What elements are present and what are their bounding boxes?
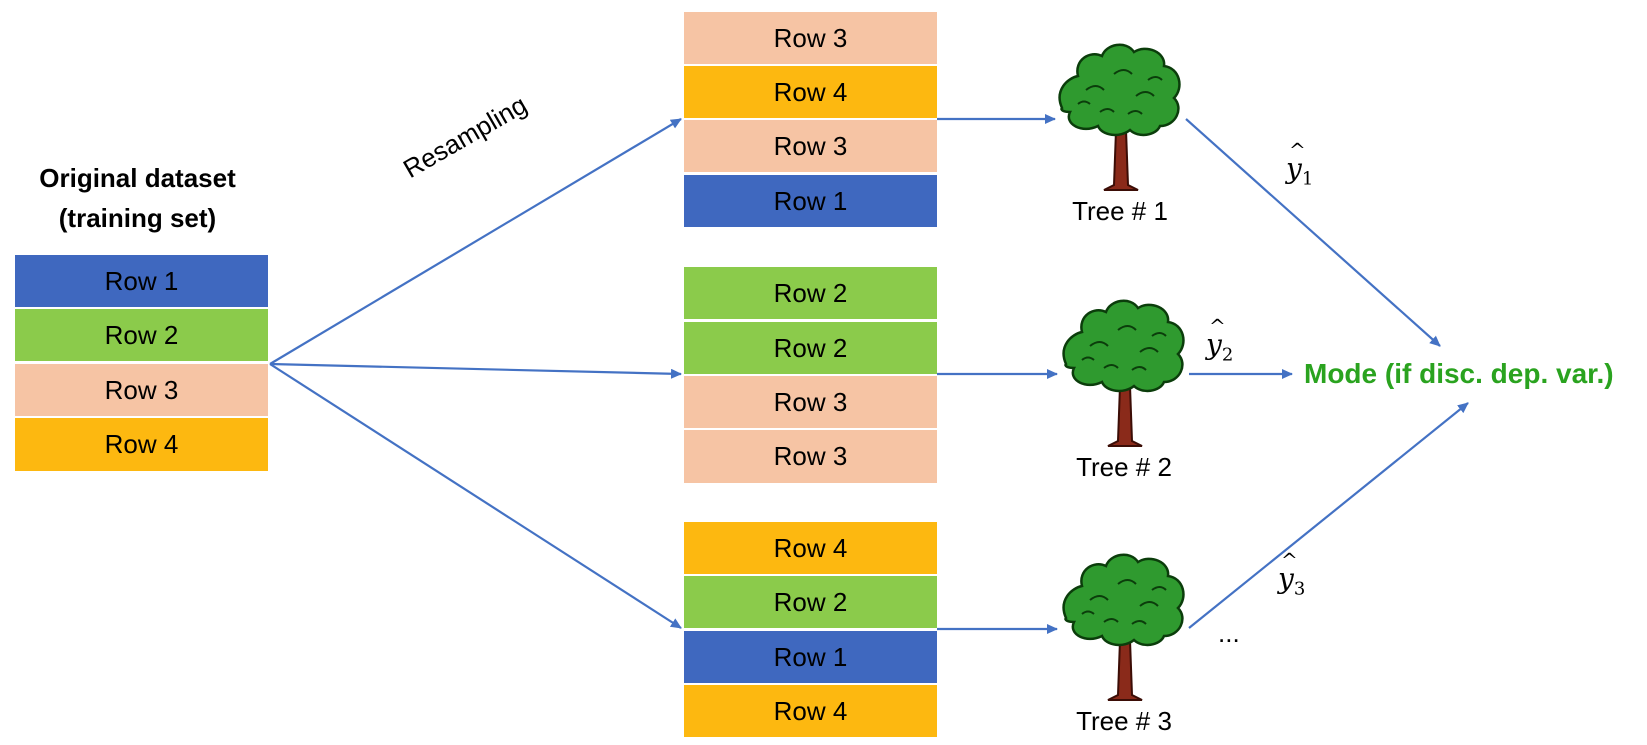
sample-3-row: Row 4 (684, 522, 937, 574)
sample-1-row: Row 3 (684, 120, 937, 172)
tree-label-2: Tree # 2 (1076, 452, 1172, 482)
sample-1-row: Row 1 (684, 175, 937, 227)
tree-label-3: Tree # 3 (1076, 706, 1172, 736)
sample-3-row: Row 2 (684, 576, 937, 628)
tree-to-mode-arrow-3 (1188, 402, 1469, 629)
prediction-label-2: y2 (1206, 314, 1233, 366)
sample-2-row: Row 2 (684, 322, 937, 374)
original-row: Row 1 (15, 255, 268, 307)
sample-3-row: Row 1 (684, 631, 937, 683)
original-row: Row 2 (15, 309, 268, 361)
resample-arrow-1 (269, 118, 682, 365)
tree-to-mode-arrow-1 (1185, 118, 1441, 347)
title-line-2: (training set) (58, 203, 217, 233)
sample-1-row: Row 4 (684, 66, 937, 118)
tree-icon-2 (1062, 299, 1185, 447)
prediction-label-3: y3 (1278, 548, 1305, 600)
prediction-label-1: y1 (1286, 138, 1313, 190)
sample-3-row: Row 4 (684, 685, 937, 737)
original-row: Row 4 (15, 418, 268, 471)
title-line-1: Original dataset (39, 163, 236, 193)
sample-2-row: Row 2 (684, 267, 937, 319)
mode-output-label: Mode (if disc. dep. var.) (1304, 358, 1614, 389)
tree-icon-3 (1062, 553, 1185, 701)
tree-icon-1 (1058, 43, 1181, 191)
ellipsis: ... (1218, 618, 1240, 648)
resample-arrow-2 (269, 362, 682, 379)
original-dataset-title: Original dataset (training set) (10, 158, 265, 238)
sample-1-row: Row 3 (684, 12, 937, 64)
original-row: Row 3 (15, 364, 268, 416)
sample-2-row: Row 3 (684, 376, 937, 428)
resample-arrow-3 (269, 363, 682, 629)
tree-label-1: Tree # 1 (1072, 196, 1168, 226)
sample-2-row: Row 3 (684, 430, 937, 483)
